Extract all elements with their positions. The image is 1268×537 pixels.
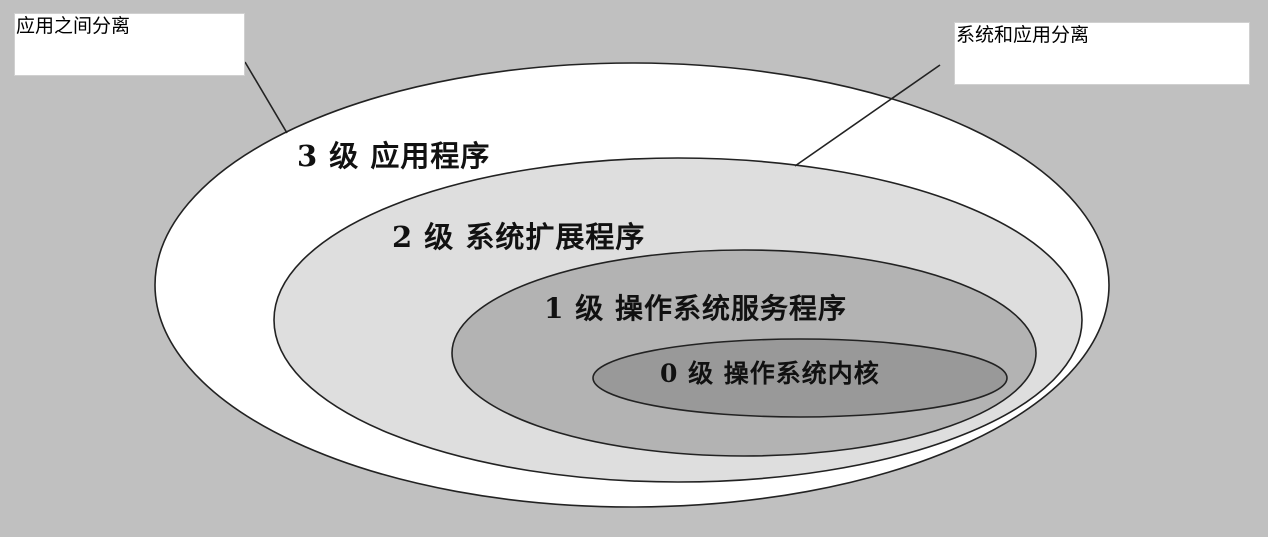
- callout-leader-app-isolation: [244, 61, 288, 134]
- callout-system-app-isolation-text: 系统和应用分离: [956, 24, 1090, 46]
- callout-leader-system-app-isolation: [794, 64, 941, 167]
- label-level-2: 2 级 系统扩展程序: [392, 220, 646, 254]
- callout-app-isolation: 应用之间分离: [14, 13, 245, 76]
- label-level-3: 3 级 应用程序: [297, 139, 491, 173]
- callout-app-isolation-text: 应用之间分离: [16, 15, 131, 37]
- label-level-0: 0 级 操作系统内核: [660, 359, 880, 388]
- label-level-1: 1 级 操作系统服务程序: [544, 292, 847, 325]
- callout-system-app-isolation: 系统和应用分离: [954, 22, 1250, 85]
- ring-level-0: [592, 338, 1008, 418]
